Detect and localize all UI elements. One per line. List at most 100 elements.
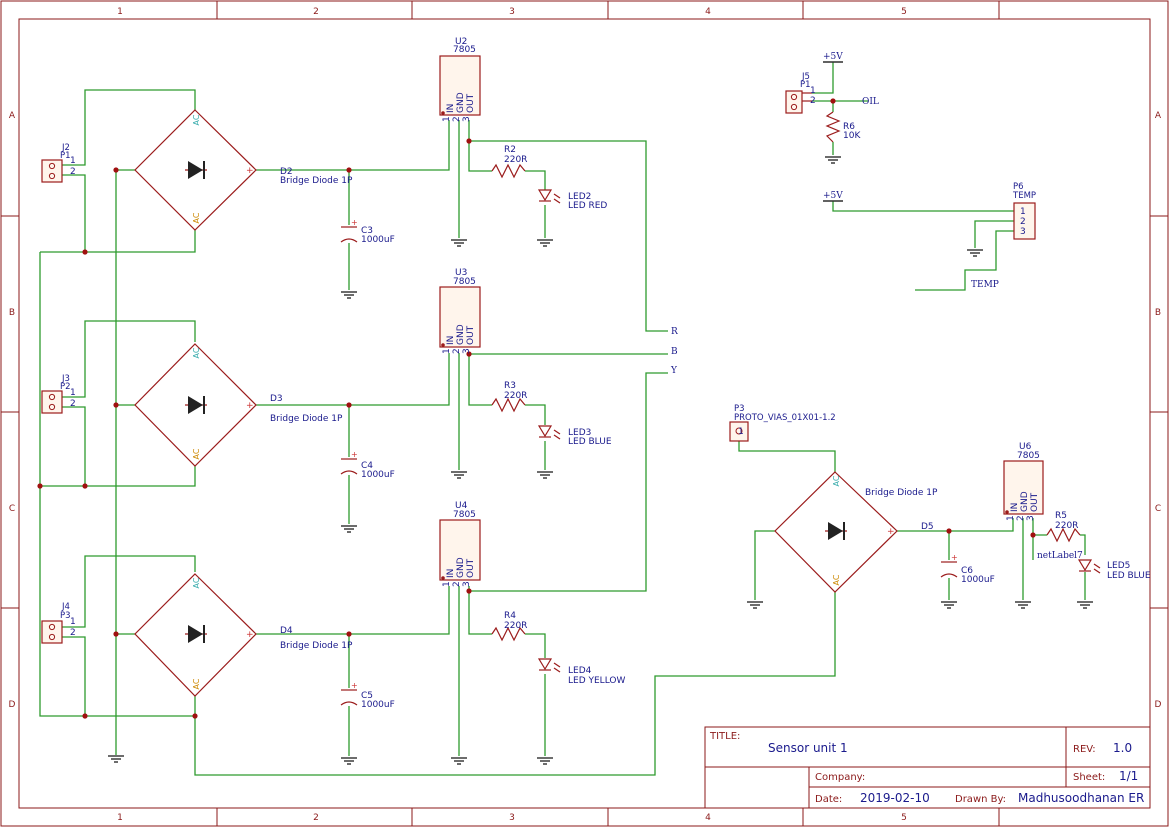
r5-val: 220R — [1055, 521, 1078, 531]
u4-in: IN — [446, 569, 456, 578]
sheet-value: 1/1 — [1119, 769, 1138, 783]
r6-ref: R6 — [843, 122, 855, 132]
resistor-r5: R5 220R netLabel7 — [1037, 511, 1083, 561]
c6-ref: C6 — [961, 566, 973, 576]
connector-j4: J4 P3 1 2 — [41, 602, 76, 644]
net-label-oil: OIL — [862, 97, 879, 107]
r4-val: 220R — [504, 621, 527, 631]
d2-plus: + — [246, 166, 254, 176]
j5-pin1: 1 — [810, 86, 816, 96]
u4-pin3: 3 — [462, 581, 472, 587]
u6-pin2: 2 — [1016, 515, 1026, 521]
rev-value: 1.0 — [1113, 741, 1132, 755]
p6-pin1: 1 — [1020, 207, 1026, 217]
d3-ac-bottom: AC — [192, 448, 201, 459]
u2-val: 7805 — [453, 45, 476, 55]
date-label: Date: — [815, 794, 842, 805]
r6-val: 10K — [843, 131, 861, 141]
connector-j2: J2 P1 1 2 — [41, 143, 76, 183]
bridge-d4: AC AC + D4 Bridge Diode 1P — [134, 573, 353, 697]
d5-val: Bridge Diode 1P — [865, 488, 938, 498]
j2-pin2: 2 — [70, 167, 76, 177]
capacitor-c5: + C5 1000uF — [340, 681, 395, 765]
d5-ref: D5 — [921, 522, 934, 532]
zone-col-5-bottom: 5 — [901, 813, 907, 823]
zone-col-4-top: 4 — [705, 7, 711, 17]
u2-in: IN — [446, 104, 456, 113]
resistor-r4: R4 220R — [491, 611, 527, 642]
u6-gnd: GND — [1020, 491, 1030, 512]
u6-out: OUT — [1030, 492, 1040, 512]
u2-pin1: 1 — [442, 116, 452, 122]
c3-ref: C3 — [361, 226, 373, 236]
j3-pin1: 1 — [70, 388, 76, 398]
u3-ref: U3 — [455, 268, 467, 278]
j4-pin1: 1 — [70, 617, 76, 627]
u3-pin2: 2 — [452, 348, 462, 354]
resistor-r2: R2 220R — [491, 145, 527, 179]
regulator-u3: U3 7805 IN GND OUT 1 2 3 — [439, 268, 481, 479]
u6-pin1: 1 — [1006, 515, 1016, 521]
led-led3: LED3 LED BLUE — [536, 425, 612, 479]
zone-row-a-right: A — [1155, 111, 1162, 121]
date-value: 2019-02-10 — [860, 791, 930, 805]
j2-pin1: 1 — [70, 156, 76, 166]
p6-pin2: 2 — [1020, 217, 1026, 227]
c4-plus: + — [351, 450, 358, 459]
j4-pin2: 2 — [70, 628, 76, 638]
d4-val: Bridge Diode 1P — [280, 641, 353, 651]
zone-row-d-left: D — [9, 700, 16, 710]
zone-row-b-right: B — [1155, 308, 1161, 318]
r2-val: 220R — [504, 155, 527, 165]
u2-pin2: 2 — [452, 116, 462, 122]
led-led5: LED5 LED BLUE — [1076, 559, 1151, 609]
zone-row-a-left: A — [9, 111, 16, 121]
connector-p3: P3 PROTO_VIAS_01X01-1.2 1 — [729, 404, 836, 442]
c4-ref: C4 — [361, 461, 373, 471]
c4-val: 1000uF — [361, 470, 395, 480]
r3-ref: R3 — [504, 381, 516, 391]
u3-out: OUT — [466, 325, 476, 345]
capacitor-c3: + C3 1000uF — [340, 218, 395, 299]
vcc-label-oil: +5V — [823, 52, 843, 62]
led5-val: LED BLUE — [1107, 571, 1151, 581]
led2-val: LED RED — [568, 201, 607, 211]
u3-pin1: 1 — [442, 348, 452, 354]
zone-labels: 1 2 3 4 5 1 2 3 4 5 A B C D A B C D — [9, 7, 1162, 823]
d3-ac-top: AC — [192, 347, 201, 358]
temp-sensor-section: +5V P6 TEMP 1 2 3 TEMP — [823, 182, 1036, 290]
d4-plus: + — [246, 630, 254, 640]
title-label: TITLE: — [709, 731, 740, 742]
title-value: Sensor unit 1 — [768, 741, 848, 755]
zone-col-1-top: 1 — [117, 7, 123, 17]
u6-pin3: 3 — [1026, 515, 1036, 521]
d3-ref: D3 — [270, 394, 283, 404]
d5-ac-top: AC — [832, 475, 841, 486]
led5-ref: LED5 — [1107, 561, 1130, 571]
led-led4: LED4 LED YELLOW — [536, 658, 625, 765]
led2-ref: LED2 — [568, 192, 591, 202]
j5-val: P1 — [800, 80, 811, 90]
led4-val: LED YELLOW — [568, 676, 625, 686]
regulator-u4: U4 7805 IN GND OUT 1 2 3 — [439, 501, 481, 765]
j5-ref: J5 — [801, 72, 810, 82]
vcc-label-temp: +5V — [823, 191, 843, 201]
u6-val: 7805 — [1017, 451, 1040, 461]
led3-val: LED BLUE — [568, 437, 612, 447]
u6-in: IN — [1010, 503, 1020, 512]
d4-ac-top: AC — [192, 577, 201, 588]
zone-row-c-right: C — [1155, 504, 1161, 514]
company-label: Company: — [815, 772, 865, 783]
u3-in: IN — [446, 336, 456, 345]
u2-ref: U2 — [455, 37, 467, 47]
drawn-by-value: Madhusoodhanan ER — [1018, 791, 1144, 805]
u4-pin1: 1 — [442, 581, 452, 587]
led-led2: LED2 LED RED — [536, 189, 607, 247]
bridge-d3: AC AC + D3 Bridge Diode 1P — [134, 343, 343, 467]
d5-plus: + — [887, 527, 895, 537]
p3-ref: P3 — [734, 404, 745, 414]
d2-val: Bridge Diode 1P — [280, 176, 353, 186]
c6-val: 1000uF — [961, 575, 995, 585]
zone-row-c-left: C — [9, 504, 15, 514]
